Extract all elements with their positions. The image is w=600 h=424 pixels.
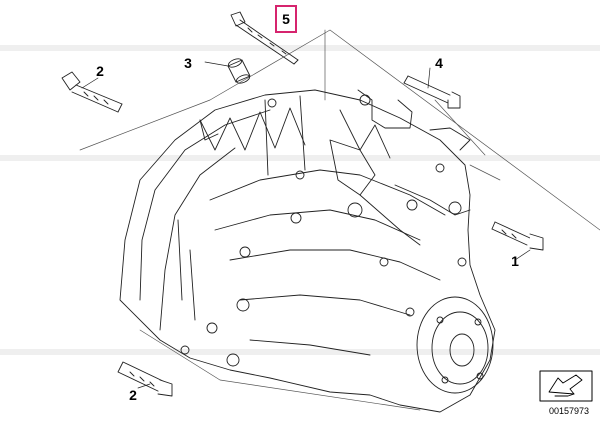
document-number: 00157973 — [548, 406, 590, 416]
callout-3[interactable]: 3 — [184, 55, 192, 71]
sleeve-part-3[interactable] — [204, 57, 251, 85]
bolt-part-1[interactable] — [491, 221, 544, 261]
callout-1[interactable]: 1 — [511, 253, 519, 269]
callout-2-lower[interactable]: 2 — [129, 387, 137, 403]
callout-2-upper[interactable]: 2 — [96, 63, 104, 79]
bolt-part-5[interactable] — [230, 11, 299, 65]
transmission-housing — [119, 89, 496, 413]
arrow-part-icon — [539, 370, 593, 402]
callout-5[interactable]: 5 — [275, 5, 297, 33]
bolt-part-2-upper[interactable] — [61, 71, 123, 113]
leader-lines — [79, 29, 600, 411]
ghost-pattern — [0, 45, 600, 355]
bolt-part-4[interactable] — [403, 67, 461, 109]
callout-4[interactable]: 4 — [435, 55, 443, 71]
bolt-part-2-lower[interactable] — [117, 361, 173, 397]
